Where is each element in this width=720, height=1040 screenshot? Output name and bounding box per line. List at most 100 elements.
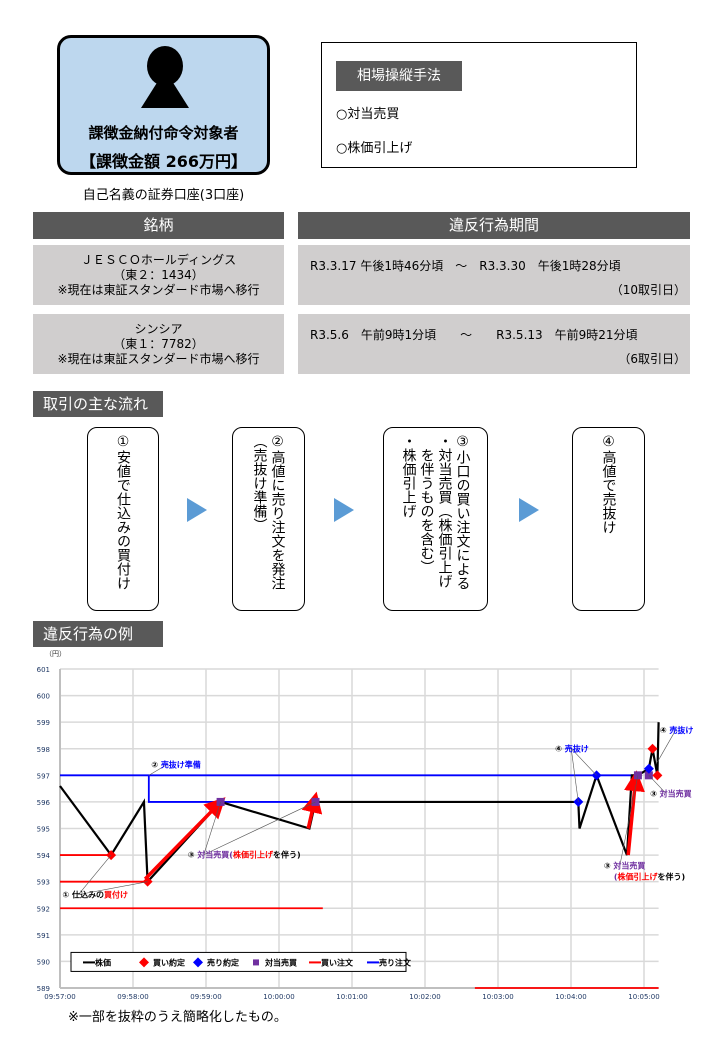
penalty-amount: 【課徴金額 266万円】 <box>80 152 247 171</box>
y-tick-label: 591 <box>37 932 50 940</box>
stock-name: シンシア <box>134 322 183 336</box>
period-text: R3.3.17 午後1時46分頃 ～ R3.3.30 午後1時28分頃 <box>310 259 621 273</box>
annotation-label: ① 仕込みの買付け <box>62 890 128 900</box>
table-row-stock: シンシア （東１：7782） ※現在は東証スタンダード市場へ移行 <box>33 314 284 374</box>
x-tick-label: 10:04:00 <box>555 993 586 1001</box>
legend-swatch <box>139 957 149 968</box>
annotation-leader-line <box>570 748 597 776</box>
y-tick-label: 589 <box>37 985 50 993</box>
flow-step-1: ①安値で仕込みの買付け <box>87 427 159 611</box>
legend-label: 買い注文 <box>321 957 354 967</box>
y-tick-label: 590 <box>37 958 50 966</box>
legend-label: 対当売買 <box>264 957 297 967</box>
y-tick-label: 601 <box>37 666 50 674</box>
trading-days: （6取引日） <box>618 352 686 366</box>
y-tick-label: 599 <box>37 719 50 727</box>
legend-swatch <box>253 959 259 966</box>
step-text: ③小口の買い注文による <box>454 434 471 590</box>
annotation-leader-line <box>148 764 168 776</box>
y-tick-label: 594 <box>37 852 51 860</box>
legend-label: 売り約定 <box>207 957 239 967</box>
step-text: ・対当売買（株価引上げ <box>436 434 453 588</box>
x-tick-label: 10:00:00 <box>263 993 294 1001</box>
y-tick-label: 593 <box>37 879 50 887</box>
step-text: ②高値に売り注文を発注 <box>269 434 286 590</box>
step-text: ・株価引上げ <box>400 434 417 518</box>
stock-note: ※現在は東証スタンダード市場へ移行 <box>57 352 260 366</box>
method-item: ○対当売買 <box>336 107 400 122</box>
y-tick-label: 595 <box>37 826 50 834</box>
legend-box <box>70 951 407 972</box>
section-example-heading: 違反行為の例 <box>33 621 163 647</box>
section-flow-heading: 取引の主な流れ <box>33 391 163 417</box>
trading-days: （10取引日） <box>610 283 686 297</box>
sell-fill-marker <box>573 796 584 807</box>
legend-label: 売り注文 <box>379 957 412 967</box>
y-tick-label: 597 <box>37 772 50 780</box>
buy-fill-marker <box>652 770 663 781</box>
step-text: （売抜け準備） <box>251 434 268 532</box>
stock-name: ＪＥＳＣＯホールディングス <box>80 253 237 267</box>
account-note: 自己名義の証券口座(3口座) <box>82 188 245 203</box>
price-chart: （円）5895905915925935945955965975985996006… <box>37 650 694 1001</box>
annotation-leader-line <box>570 748 579 802</box>
annotation-leader-line <box>657 729 677 763</box>
annotation-sublabel: (株価引上げを伴う) <box>614 871 685 881</box>
footnote: ※一部を抜粋のうえ簡略化したもの。 <box>68 1010 287 1025</box>
legend-label: 株価 <box>95 957 111 967</box>
x-tick-label: 10:03:00 <box>482 993 513 1001</box>
y-tick-label: 600 <box>37 693 50 701</box>
y-tick-label: 592 <box>37 905 50 913</box>
step-text: を伴うものを含む） <box>418 448 435 574</box>
cross-trade-marker <box>633 771 642 780</box>
flow-arrow-icon <box>519 498 539 522</box>
annotation-leader-line <box>78 881 148 895</box>
annotation-leader-line <box>619 775 639 866</box>
stock-code: （東１：7782） <box>113 337 204 351</box>
annotation-label: ③ 対当売買(株価引上げを伴う) <box>188 850 301 860</box>
price-push-arrow <box>301 791 323 829</box>
y-tick-label: 598 <box>37 746 50 754</box>
flow-arrow-icon <box>334 498 354 522</box>
buy-fill-marker <box>106 850 117 861</box>
method-heading: 相場操縦手法 <box>336 61 462 91</box>
table-row-stock: ＪＥＳＣＯホールディングス （東２：1434） ※現在は東証スタンダード市場へ移… <box>33 245 284 305</box>
buy-fill-marker <box>647 743 658 754</box>
person-icon <box>141 46 189 108</box>
annotation-label: ② 売抜け準備 <box>151 759 201 769</box>
step-text: ①安値で仕込みの買付け <box>115 434 131 590</box>
annotation-label: ④ 売抜け <box>555 743 589 753</box>
subject-card: 課徴金納付命令対象者 【課徴金額 266万円】 <box>57 35 270 175</box>
step-text: ④高値で売抜け <box>600 434 617 534</box>
annotation-label: ④ 売抜け <box>660 725 694 735</box>
price-push-arrow <box>143 797 226 881</box>
x-tick-label: 10:01:00 <box>336 993 367 1001</box>
x-tick-label: 09:59:00 <box>190 993 221 1001</box>
period-text: R3.5.6 午前9時1分頃 ～ R3.5.13 午前9時21分頃 <box>310 328 638 342</box>
header-stock: 銘柄 <box>33 212 284 239</box>
x-tick-label: 09:57:00 <box>44 993 75 1001</box>
y-tick-label: 596 <box>37 799 51 807</box>
method-box: 相場操縦手法 ○対当売買 ○株価引上げ <box>321 42 637 168</box>
cross-trade-marker <box>644 771 653 780</box>
x-tick-label: 10:02:00 <box>409 993 440 1001</box>
legend-swatch <box>193 957 203 968</box>
annotation-leader-line <box>78 854 112 895</box>
price-line <box>59 722 660 885</box>
annotation-label: ③ 対当売買 <box>650 789 692 799</box>
subject-title: 課徴金納付命令対象者 <box>88 124 239 142</box>
x-tick-label: 09:58:00 <box>117 993 148 1001</box>
header-period: 違反行為期間 <box>298 212 690 239</box>
annotation-label: ③ 対当売買 <box>604 860 646 870</box>
flow-step-3: ③小口の買い注文による・対当売買（株価引上げを伴うものを含む）・株価引上げ <box>383 427 488 611</box>
flow-step-4: ④高値で売抜け <box>572 427 645 611</box>
flow-arrow-icon <box>187 498 207 522</box>
stock-note: ※現在は東証スタンダード市場へ移行 <box>57 283 260 297</box>
table-row-period: R3.5.6 午前9時1分頃 ～ R3.5.13 午前9時21分頃 （6取引日） <box>298 314 690 374</box>
x-tick-label: 10:05:00 <box>628 993 659 1001</box>
table-row-period: R3.3.17 午後1時46分頃 ～ R3.3.30 午後1時28分頃 （10取… <box>298 245 690 305</box>
legend-label: 買い約定 <box>153 957 185 967</box>
sell-order-line <box>147 775 579 803</box>
method-item: ○株価引上げ <box>336 141 413 156</box>
sell-fill-marker <box>643 763 654 774</box>
